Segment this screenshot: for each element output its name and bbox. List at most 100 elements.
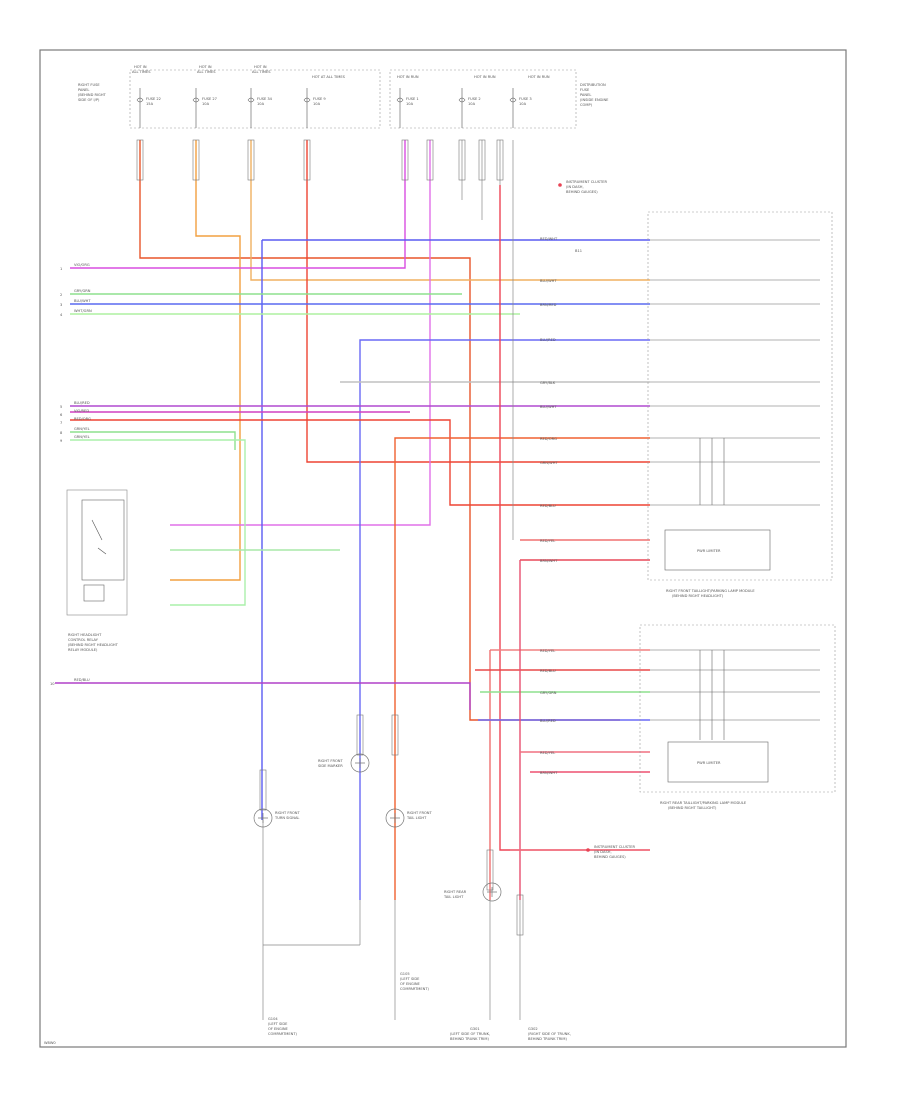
svg-text:RED/BLU: RED/BLU [74, 678, 90, 682]
wire-green-3 [70, 431, 236, 450]
svg-text:RED/BLU: RED/BLU [540, 504, 556, 508]
instrument-cluster-top: INSTRUMENT CLUSTER (IN DASH, BEHIND GAUG… [558, 180, 608, 194]
svg-text:GRY/GRN: GRY/GRN [540, 691, 557, 695]
svg-text:8: 8 [60, 431, 63, 435]
wire-red-orange-1 [139, 140, 620, 721]
svg-text:BLU/RED: BLU/RED [540, 338, 556, 342]
svg-text:BLU/WHT: BLU/WHT [74, 299, 91, 303]
bulb-right-front-tail-light: RIGHT FRONT TAIL LIGHT [385, 808, 432, 828]
instrument-cluster-bottom: INSTRUMENT CLUSTER (IN DASH, BEHIND GAUG… [586, 845, 636, 859]
svg-text:RED/BLU: RED/BLU [540, 669, 556, 673]
svg-text:BLU/WHT: BLU/WHT [540, 279, 557, 283]
connector-marks [136, 139, 524, 936]
svg-text:GRN/YEL: GRN/YEL [74, 427, 90, 431]
svg-text:10: 10 [50, 682, 55, 686]
diagram-frame [39, 49, 847, 1048]
left-wire-labels: 1 VIO/ORG 2 GRY/GRN 3 BLU/WHT 4 WHT/GRN … [50, 263, 92, 686]
wire-violet-5 [55, 682, 471, 710]
svg-text:4: 4 [60, 313, 63, 317]
wire-orange-1 [170, 140, 241, 581]
right-wire-labels-lower: RED/YEL RED/BLU GRY/GRN BLU/RED RED/YEL … [540, 649, 558, 775]
svg-text:BLU/WHT: BLU/WHT [540, 405, 557, 409]
top-label-hot-in-run-2: HOT IN RUN [474, 75, 496, 79]
top-labels: RIGHT FUSE PANEL (BEHIND RIGHT SIDE OF I… [78, 65, 609, 107]
pwr-limiter-box-upper [664, 529, 771, 571]
wire-blue-3 [359, 339, 650, 900]
pwr-limiter-box-lower [667, 741, 769, 783]
svg-text:GRY/GRN: GRY/GRN [74, 289, 91, 293]
wire-red-5 [499, 185, 650, 851]
svg-text:RED/ORG: RED/ORG [540, 437, 557, 441]
svg-text:INSTRUMENT CLUSTER (IN D: INSTRUMENT CLUSTER (IN DASH, BEHIND GAUG… [594, 845, 636, 859]
grounds: G104 (LEFT SIDE OF ENGINE COMPARTMENT) G… [268, 972, 572, 1041]
wires [55, 140, 650, 900]
svg-text:BRN/RED: BRN/RED [540, 303, 557, 307]
svg-text:GRN/YEL: GRN/YEL [74, 435, 90, 439]
top-label-hot-in-run-1: HOT IN RUN [397, 75, 419, 79]
footer-code: W8W0 [44, 1041, 56, 1045]
svg-text:VIO/RED: VIO/RED [74, 409, 89, 413]
bulb-right-front-side-marker: RIGHT FRONT SIDE MARKER [318, 753, 370, 773]
svg-text:VIO/ORG: VIO/ORG [74, 263, 90, 267]
svg-text:WHT/GRN: WHT/GRN [74, 309, 92, 313]
top-label-hot-all-times-2: HOT IN ALL TIMES [197, 65, 216, 74]
svg-text:1: 1 [60, 267, 62, 271]
svg-text:GRN/WHT: GRN/WHT [540, 461, 558, 465]
top-label-hot-all-times-3: HOT IN ALL TIMES [252, 65, 271, 74]
top-label-hot-at-all-times: HOT AT ALL TIMES [312, 75, 346, 79]
ground-g302: G302 (RIGHT SIDE OF TRUNK, BEHIND TRUNK … [528, 1027, 572, 1041]
upper-module: PWR LIMITER RIGHT FRONT TAILLIGHT/PARKIN… [647, 211, 833, 598]
svg-text:B11: B11 [575, 249, 582, 253]
svg-text:RED/ORG: RED/ORG [74, 417, 91, 421]
svg-text:RIGHT FRONT TURN SIGNA: RIGHT FRONT TURN SIGNAL [274, 811, 301, 820]
svg-text:RED/YEL: RED/YEL [540, 649, 555, 653]
right-wire-labels: RED/WHT B11 BLU/WHT BRN/RED BLU/RED GRY/… [540, 237, 582, 563]
bulb-right-front-turn-signal: RIGHT FRONT TURN SIGNAL [253, 808, 301, 828]
wire-violet-2 [170, 140, 431, 526]
svg-text:RIGHT REAR TAILLIGHT/PARKING L: RIGHT REAR TAILLIGHT/PARKING LAMP MODULE… [660, 801, 747, 810]
ground-g104: G104 (LEFT SIDE OF ENGINE COMPARTMENT) [268, 1017, 298, 1036]
right-fuse-panel-box [129, 69, 381, 129]
top-label-hot-all-times-1: HOT IN ALL TIMES [132, 65, 151, 74]
svg-text:RIGHT FRONT TAILLIGHT/PARKING: RIGHT FRONT TAILLIGHT/PARKING LAMP MODUL… [666, 589, 756, 598]
svg-text:RIGHT FRONT SIDE MARKE: RIGHT FRONT SIDE MARKER [318, 759, 344, 768]
svg-text:GRY/BLK: GRY/BLK [540, 381, 556, 385]
svg-text:6: 6 [60, 413, 63, 417]
svg-text:INSTRUMENT CLUSTER (IN D: INSTRUMENT CLUSTER (IN DASH, BEHIND GAUG… [566, 180, 608, 194]
svg-text:PWR LIMITER: PWR LIMITER [697, 549, 721, 553]
svg-text:9: 9 [60, 439, 63, 443]
ground-g301: G301 (LEFT SIDE OF TRUNK, BEHIND TRUNK T… [450, 1027, 491, 1041]
wire-red-4 [394, 437, 650, 900]
ground-g105: G105 (LEFT SIDE OF ENGINE COMPARTMENT) [400, 972, 430, 991]
fuse-panel-group [129, 69, 577, 129]
bulbs: RIGHT FRONT TURN SIGNAL RIGHT FRONT SIDE… [253, 753, 502, 902]
svg-text:7: 7 [60, 421, 62, 425]
top-label-right-fuse-panel: RIGHT FUSE PANEL (BEHIND RIGHT SIDE OF I… [78, 83, 107, 102]
svg-text:BLU/RED: BLU/RED [540, 719, 556, 723]
svg-text:RIGHT HEADLIGHT CONTROL: RIGHT HEADLIGHT CONTROL RELAY (BEHIND RI… [68, 633, 119, 652]
left-relay: RIGHT HEADLIGHT CONTROL RELAY (BEHIND RI… [66, 489, 128, 652]
wire-violet-1 [70, 140, 406, 269]
svg-text:BLU/RED: BLU/RED [74, 401, 90, 405]
grey-wires [262, 140, 521, 1020]
wire-tan-1 [250, 140, 650, 281]
svg-text:RED/WHT: RED/WHT [540, 237, 558, 241]
distribution-fuse-panel-box [389, 69, 577, 129]
svg-text:BRN/WHT: BRN/WHT [540, 559, 558, 563]
svg-text:2: 2 [60, 293, 62, 297]
wire-green-4 [70, 439, 246, 606]
